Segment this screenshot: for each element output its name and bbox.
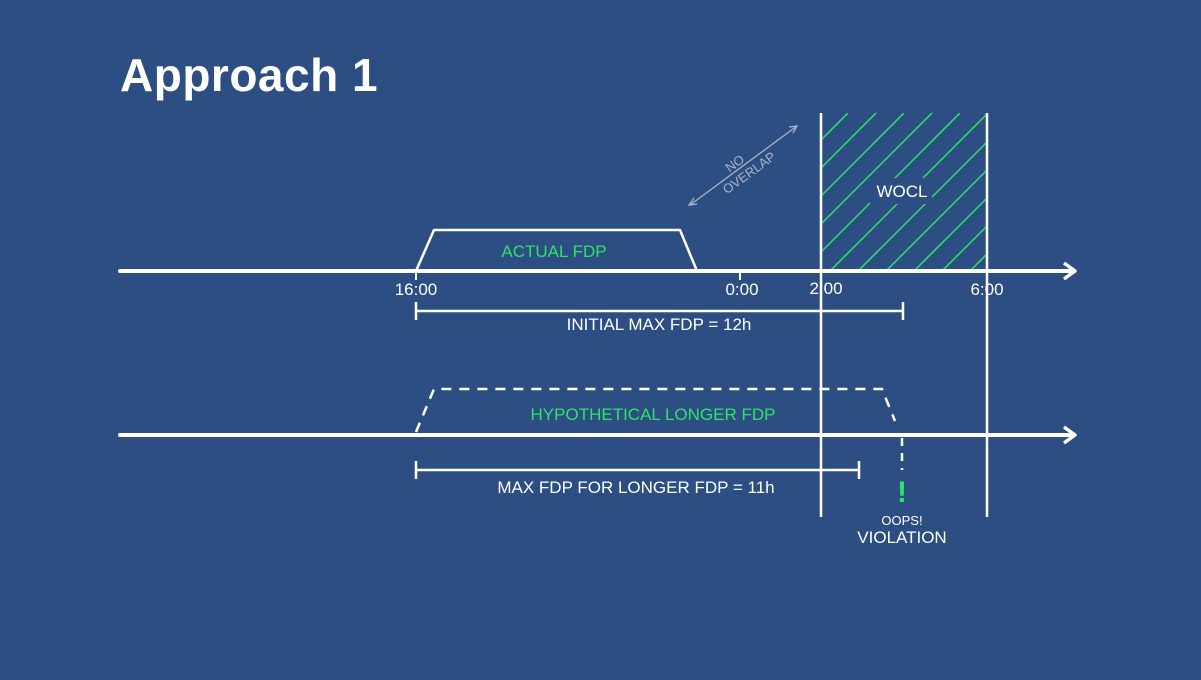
no-overlap-arrow (689, 125, 798, 206)
no-overlap-arrowhead-start (687, 197, 698, 206)
time-label-16: 16:00 (395, 280, 438, 299)
hypothetical-fdp-label: HYPOTHETICAL LONGER FDP (531, 405, 776, 424)
wocl-label: WOCL (877, 182, 928, 201)
actual-fdp-shape (414, 228, 699, 272)
actual-fdp-label: ACTUAL FDP (501, 242, 606, 261)
oops-label: OOPS! (881, 513, 922, 528)
top-timeline-arrowhead (1062, 261, 1077, 281)
max-fdp-longer-label: MAX FDP FOR LONGER FDP = 11h (497, 478, 774, 497)
wocl-hatch (821, 113, 987, 271)
time-label-6: 6:00 (970, 280, 1003, 299)
time-label-2: 2:00 (809, 279, 842, 298)
hypothetical-fdp-shape (414, 387, 897, 433)
page-title: Approach 1 (120, 49, 379, 101)
no-overlap-label: NO OVERLAP (720, 149, 779, 197)
time-label-0: 0:00 (725, 280, 758, 299)
bottom-timeline-arrowhead (1062, 425, 1077, 445)
initial-max-fdp-label: INITIAL MAX FDP = 12h (567, 315, 752, 334)
violation-exclamation: ! (897, 476, 907, 509)
wocl-label-bg (870, 178, 932, 204)
no-overlap-arrowhead-end (788, 125, 799, 134)
violation-label: VIOLATION (857, 528, 946, 547)
